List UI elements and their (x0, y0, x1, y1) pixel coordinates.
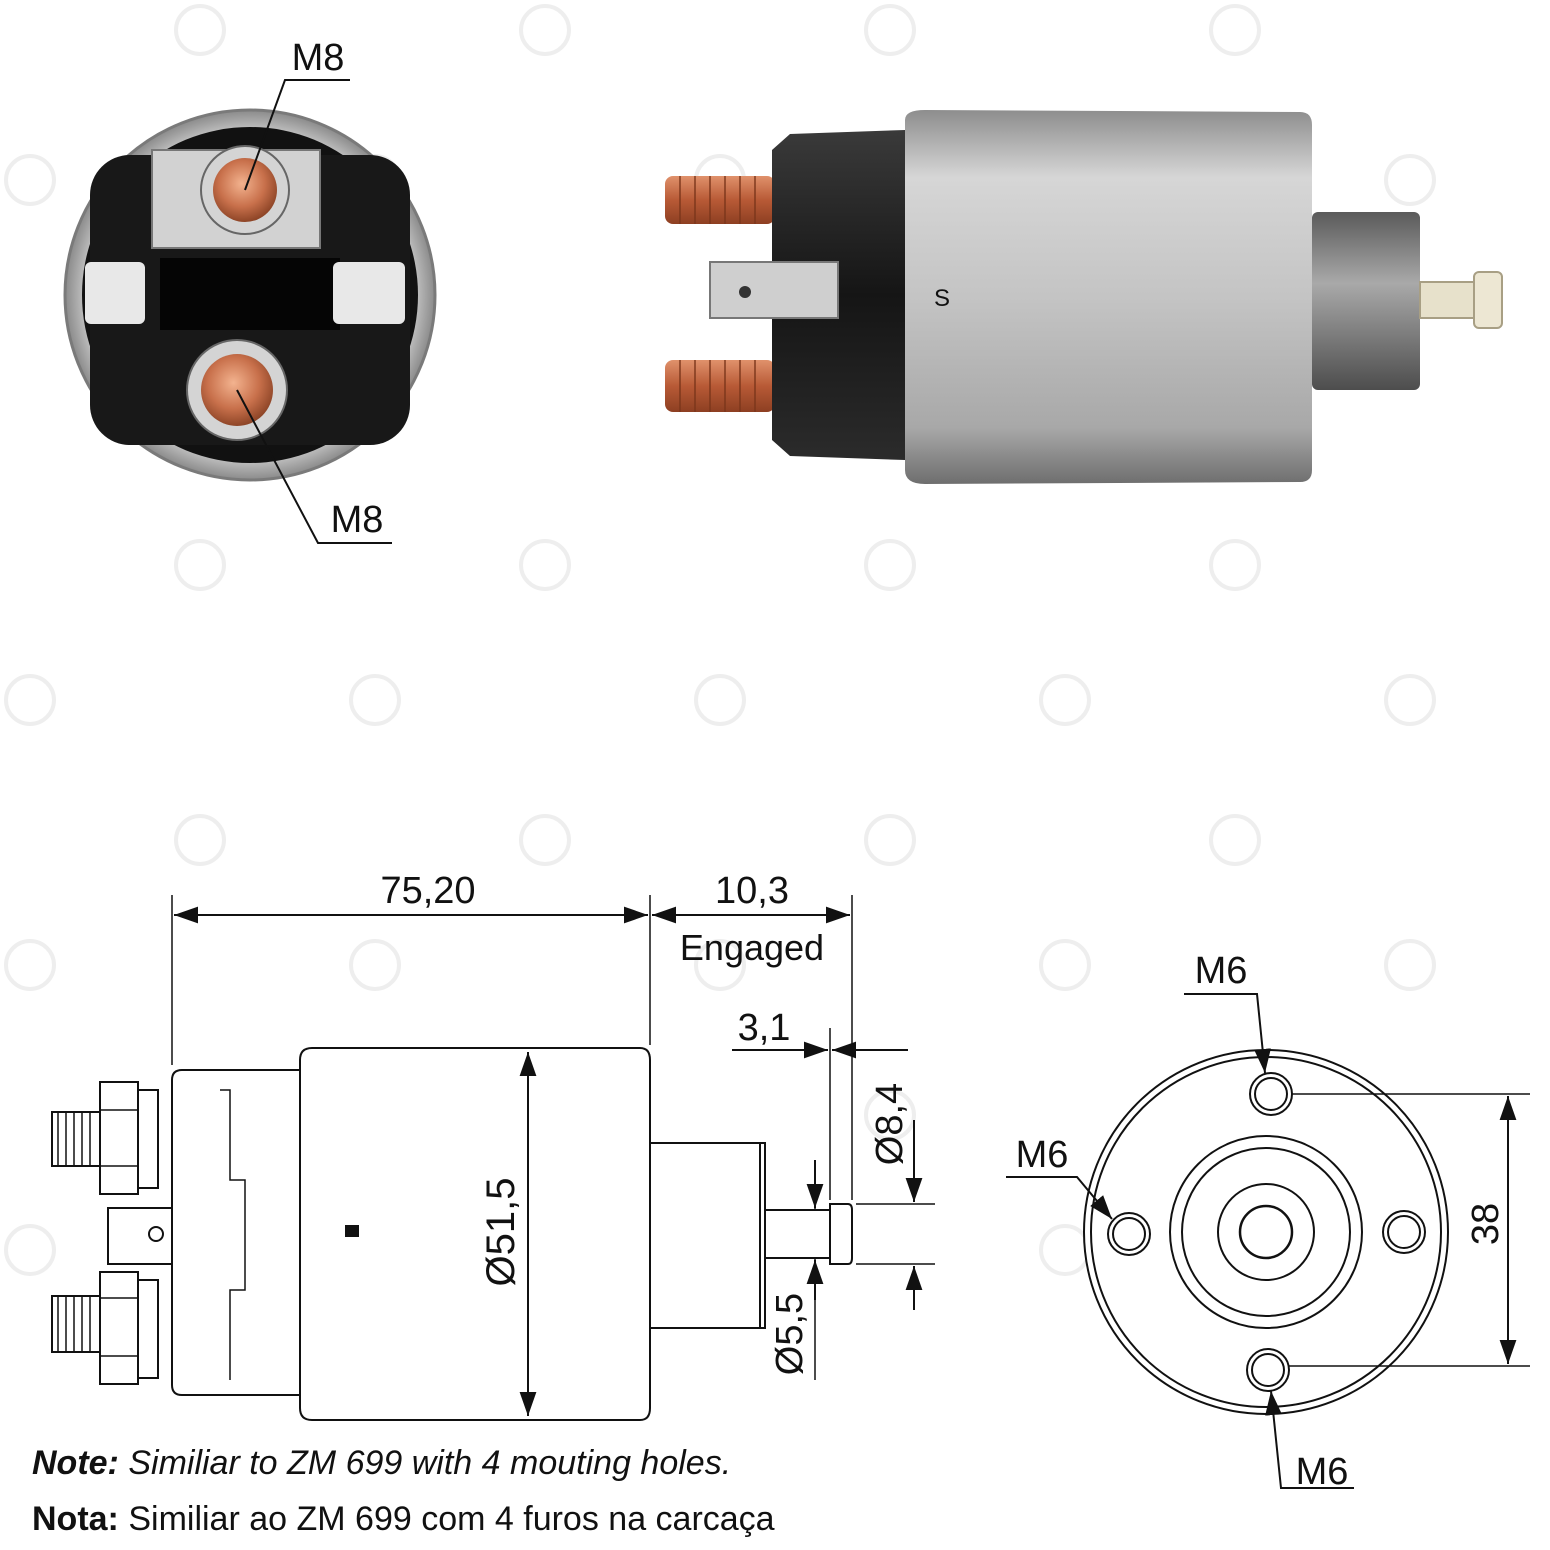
front-view-photo: M8 M8 (63, 37, 437, 544)
hole-left-thread: M6 (1016, 1134, 1069, 1176)
note-portuguese-key: Nota: (32, 1500, 119, 1538)
tip-diameter-dimension: Ø8,4 (869, 1083, 911, 1165)
body-diameter-dimension: Ø51,5 (479, 1178, 523, 1287)
watermark-logo (864, 4, 916, 56)
mount-hole-right (1382, 1210, 1426, 1254)
front-bottom-thread-label: M8 (331, 499, 384, 541)
note-portuguese: Nota: Similiar ao ZM 699 com 4 furos na … (32, 1500, 775, 1539)
watermark-logo (864, 1089, 916, 1141)
note-portuguese-text: Similiar ao ZM 699 com 4 furos na carcaç… (128, 1500, 775, 1538)
watermark-logo (1384, 674, 1436, 726)
watermark-logo (4, 154, 56, 206)
note-english: Note: Similiar to ZM 699 with 4 mouting … (32, 1444, 731, 1483)
watermark-logo (519, 814, 571, 866)
watermark-logo (519, 4, 571, 56)
watermark-logo (174, 4, 226, 56)
watermark-logo (1384, 939, 1436, 991)
hole-spacing-dimension: 38 (1465, 1203, 1507, 1245)
watermark-logo (1039, 674, 1091, 726)
watermark-logo (349, 939, 401, 991)
side-drawing-labels: 75,20 10,3 Engaged 3,1 Ø8,4 Ø51,5 Ø5,5 (380, 870, 911, 1375)
hole-top-thread: M6 (1195, 950, 1248, 992)
shaft-diameter-dimension: Ø5,5 (769, 1293, 811, 1375)
front-top-thread-label: M8 (292, 37, 345, 79)
watermark-logo (864, 814, 916, 866)
stroke-dimension: 10,3 (715, 870, 789, 912)
stroke-note: Engaged (680, 927, 824, 968)
watermark-logo (694, 939, 746, 991)
watermark-logo (4, 1224, 56, 1276)
watermark-logo (1039, 939, 1091, 991)
length-dimension: 75,20 (380, 870, 475, 912)
end-view-labels: M6 M6 M6 38 (1016, 950, 1507, 1493)
watermark-logo (1209, 4, 1261, 56)
watermark-logo (1039, 1224, 1091, 1276)
watermark-logo (1209, 539, 1261, 591)
side-view-photo: S (665, 110, 1503, 484)
tip-length-dimension: 3,1 (738, 1007, 791, 1049)
note-english-key: Note: (32, 1444, 119, 1482)
side-mark: S (934, 285, 950, 312)
watermark-logo (4, 939, 56, 991)
hole-bottom-thread: M6 (1296, 1451, 1349, 1493)
watermark-logo (519, 539, 571, 591)
side-drawing (51, 895, 935, 1421)
mount-hole-left (1107, 1212, 1151, 1256)
watermark-logo (174, 539, 226, 591)
note-english-text: Similiar to ZM 699 with 4 mouting holes. (128, 1444, 732, 1482)
watermark-logo (4, 674, 56, 726)
watermark-logo (1384, 154, 1436, 206)
watermark-logo (1209, 814, 1261, 866)
watermark-logo (174, 814, 226, 866)
watermark-logo (694, 674, 746, 726)
watermark-logo (349, 674, 401, 726)
end-view-drawing (1006, 993, 1530, 1489)
watermark-logo (864, 539, 916, 591)
